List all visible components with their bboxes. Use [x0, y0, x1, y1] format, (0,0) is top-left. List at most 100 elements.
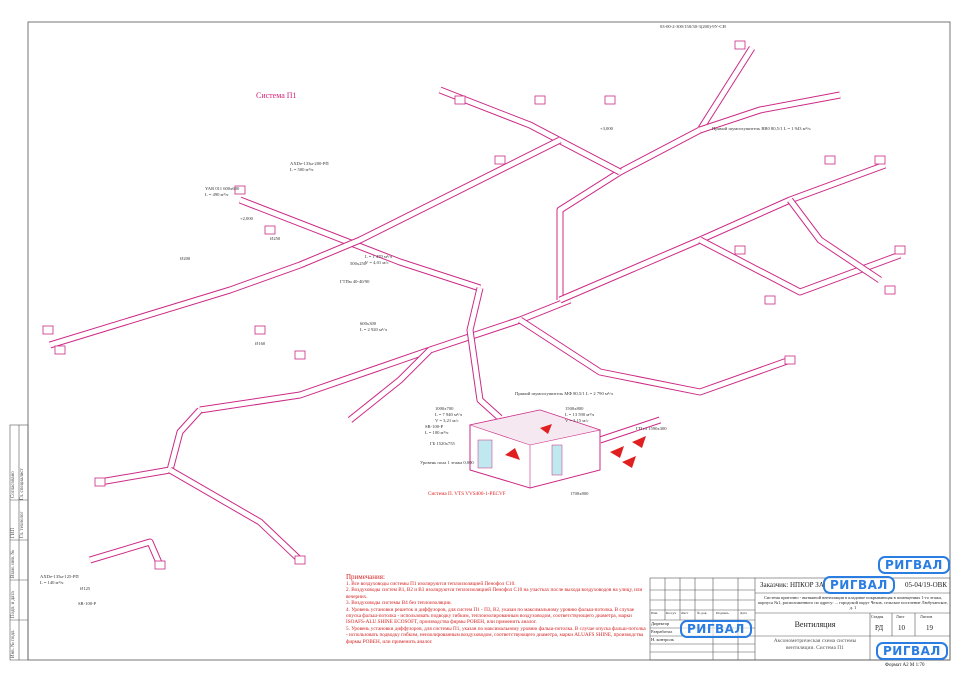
duct-label: SR-100-P — [78, 601, 97, 606]
duct-label: 500х250 — [350, 261, 367, 266]
stamp-label: Гл. специалист — [20, 468, 25, 500]
system-title: Система П1 — [256, 91, 297, 100]
watermark-logo: РИГВАЛ — [878, 556, 950, 574]
duct-label: 1000х700 — [435, 406, 454, 411]
diffuser-icon — [894, 245, 906, 255]
col-header: Кол.уч — [666, 611, 676, 615]
duct-segment — [698, 237, 901, 295]
diffuser-icon — [734, 245, 746, 255]
duct-label: Прямой шумоглушитель ВВ0 80,5/1 L = 1 94… — [712, 126, 811, 132]
stamp-label: Подп. и дата — [11, 591, 16, 618]
diffuser-icon — [494, 155, 506, 165]
object-description: Система приточно - вытяжной вентиляции в… — [758, 595, 948, 610]
airflow-arrow-icon — [540, 424, 552, 434]
duct-label: Ø250 — [270, 236, 281, 241]
sheet-header: Лист — [896, 614, 905, 619]
ahu-label: Система П. VTS VVS400-1-PECVF — [428, 491, 506, 497]
duct-label: L = 500 м³/ч — [290, 167, 314, 172]
section-name: Вентиляция — [794, 620, 836, 629]
col-header: № док. — [697, 611, 708, 615]
duct-segment — [559, 162, 886, 303]
diffuser-icon — [42, 325, 54, 335]
duct-segment — [467, 287, 502, 420]
stamp-label: Взам. инв. № — [11, 549, 16, 578]
stamp-label: ГИП — [11, 527, 16, 538]
stage-header: Стадия — [871, 614, 884, 619]
duct-segment — [99, 408, 202, 485]
diffuser-icon — [884, 285, 896, 295]
duct-label: ГП гл 1590х300 — [636, 426, 667, 431]
duct-label: SR-100-P — [425, 424, 444, 429]
customer: Заказчик: НПКОР ЗА — [760, 581, 824, 589]
duct-segment — [788, 198, 882, 283]
duct-label: 1700х800 — [570, 491, 589, 496]
duct-label: Ø160 — [255, 341, 266, 346]
duct-segment — [89, 539, 163, 566]
duct-label: Ø125 — [80, 586, 91, 591]
sheet-frame — [27, 21, 951, 661]
diffuser-icon — [784, 355, 796, 365]
duct-segment — [518, 317, 791, 395]
diffuser-icon — [154, 560, 166, 570]
diffuser-icon — [54, 345, 66, 355]
duct-segment — [699, 92, 841, 133]
diffuser-icon — [454, 95, 466, 105]
stamp-label: Инв. № подл. — [11, 629, 16, 659]
diffuser-icon — [234, 185, 246, 195]
role-label: Директор — [651, 621, 670, 626]
duct-label: +2,000 — [240, 216, 254, 222]
note-item: 2. Воздуховоды систем В1, В2 и В3 изолир… — [346, 587, 643, 600]
duct-segment — [599, 417, 661, 443]
duct-segment — [49, 262, 301, 348]
duct-segment — [239, 197, 481, 291]
notes-title: Примечания: — [346, 573, 385, 581]
diffuser-icon — [874, 155, 886, 165]
duct-segment — [168, 467, 302, 562]
duct-segment — [439, 87, 622, 175]
stamp-label: Гл. технолог — [20, 511, 25, 538]
sheet-title: Аксонометрическая схема системы вентиляц… — [773, 638, 857, 651]
role-label: Разработал — [651, 629, 673, 634]
duct-segment — [299, 137, 562, 268]
airflow-arrow-icon — [610, 446, 624, 458]
duct-label: L = 7 940 м³/ч — [435, 412, 463, 417]
duct-label: +3,000 — [600, 126, 614, 132]
duct-label: ГТПм 40-40/90 — [340, 279, 370, 284]
duct-label: L = 100 м³/ч — [425, 430, 449, 435]
diffuser-icon — [764, 295, 776, 305]
sheets-header: Листов — [920, 614, 933, 619]
diffuser-icon — [824, 155, 836, 165]
col-header: Дата — [740, 611, 747, 615]
note-item: 1. Все воздуховоды системы П1 изолируютс… — [346, 581, 516, 587]
duct-label: 1500х800 — [565, 406, 584, 411]
duct-network — [42, 40, 906, 570]
duct-label: L = 490 м³/ч — [205, 192, 229, 197]
note-item: 3. Воздуховоды системы В4 без теплоизоля… — [346, 600, 452, 607]
role-label: Н. контроль — [651, 637, 674, 642]
stage: РД — [875, 624, 884, 632]
title-block-grid — [9, 424, 951, 661]
diffuser-icon — [294, 350, 306, 360]
format-scale: Формат А2 М 1:70 — [885, 663, 925, 668]
diffuser-icon — [94, 477, 106, 487]
stamp-label: Согласовано — [11, 471, 16, 498]
document-code: 05-04/19-ОВК — [905, 581, 947, 589]
duct-label: Прямой шумоглушитель МФ 80,5/1 L = 2 790… — [515, 391, 613, 397]
duct-label: L = 2 920 м³/ч — [360, 327, 388, 332]
sheet-count: 19 — [926, 624, 933, 632]
air-handling-unit — [468, 409, 646, 489]
diffuser-icon — [254, 325, 266, 335]
duct-label: L = 1 470 м³/ч — [365, 254, 393, 259]
duct-label: L = 140 м³/ч — [40, 580, 64, 585]
watermark-logo: РИГВАЛ — [823, 576, 895, 594]
col-header: Подпись — [716, 611, 729, 615]
note-item: 4. Уровень установки решеток и диффузоро… — [346, 606, 635, 626]
diffuser-icon — [294, 555, 306, 565]
diffuser-icon — [534, 95, 546, 105]
duct-label: Ø200 — [180, 256, 191, 261]
watermark-logo: РИГВАЛ — [680, 620, 752, 638]
note-item: 5. Уровень установки диффузоров, для сис… — [346, 625, 646, 645]
airflow-arrow-icon — [632, 436, 646, 448]
